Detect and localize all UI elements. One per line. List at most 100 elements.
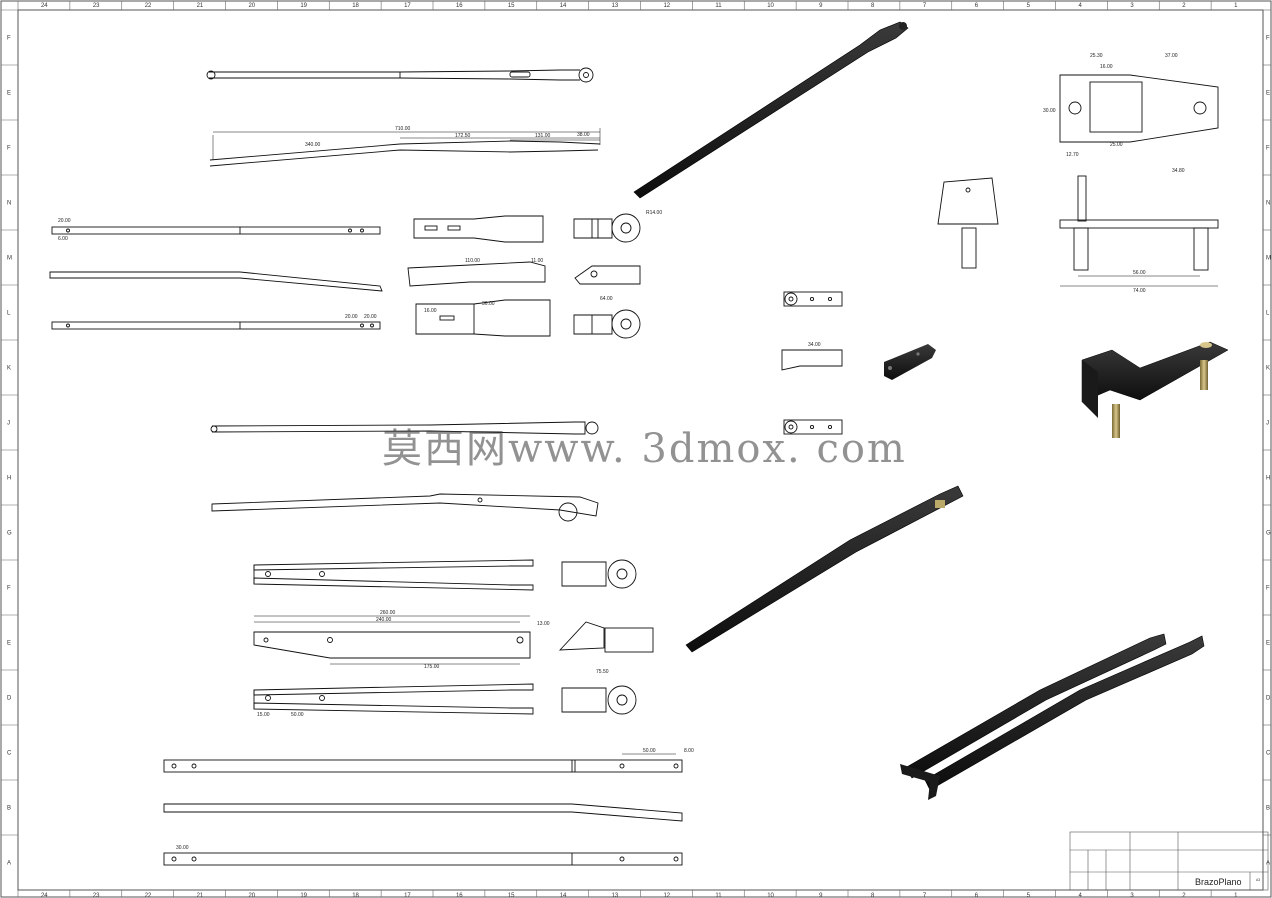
dim-end-w: 11.00 xyxy=(531,258,543,264)
zone-label-col: 14 xyxy=(560,3,567,9)
zone-label-col: 18 xyxy=(352,3,359,9)
dim-end-len: 110.00 xyxy=(465,258,480,264)
dim-clip-w: 20.00 xyxy=(364,314,377,320)
arm-side-view xyxy=(209,128,601,167)
zone-label-col: 24 xyxy=(41,893,48,898)
zone-label-col: 6 xyxy=(975,3,979,9)
dim-b3: 175.00 xyxy=(424,664,440,670)
zone-label-col: 24 xyxy=(41,3,48,9)
zone-label-row: L xyxy=(1266,311,1270,317)
zone-label-col: 23 xyxy=(93,3,100,9)
dim-arm-overall: 710.00 xyxy=(395,126,411,132)
zone-label-col: 2 xyxy=(1182,893,1186,898)
arm-b-views xyxy=(210,421,599,522)
long-bar-views xyxy=(163,753,683,866)
zone-label-col: 12 xyxy=(663,3,670,9)
dim-b2: 240.00 xyxy=(376,617,392,623)
dim-link-34: 34.00 xyxy=(808,342,821,348)
zone-label-row: K xyxy=(7,366,11,372)
zone-label-row: N xyxy=(7,201,11,207)
render-arm-top xyxy=(633,21,909,199)
watermark: 莫西网www. 3dmox. com xyxy=(382,426,907,472)
zone-label-col: 21 xyxy=(197,3,204,9)
zone-label-col: 20 xyxy=(248,3,255,9)
zone-label-col: 2 xyxy=(1182,3,1186,9)
zone-label-col: 11 xyxy=(715,893,722,898)
zone-label-row: M xyxy=(1266,256,1271,262)
zone-label-col: 16 xyxy=(456,893,463,898)
zone-label-col: 9 xyxy=(819,893,823,898)
dim-br-16: 16.00 xyxy=(1100,64,1113,70)
zone-label-col: 9 xyxy=(819,3,823,9)
dim-arm-a: 340.00 xyxy=(305,142,321,148)
zone-label-col: 23 xyxy=(93,893,100,898)
zone-label-row: F xyxy=(1266,586,1270,592)
zone-label-row: E xyxy=(1266,641,1270,647)
dim-bar-30: 30.00 xyxy=(176,845,189,851)
zone-label-col: 21 xyxy=(197,893,204,898)
zone-label-col: 22 xyxy=(145,893,152,898)
bracket-top-view xyxy=(1059,74,1219,143)
zone-label-row: N xyxy=(1266,201,1270,207)
dim-arm-b: 172.50 xyxy=(455,133,471,139)
zone-label-col: 3 xyxy=(1130,893,1134,898)
render-bracket xyxy=(1081,341,1229,438)
zone-label-row: F xyxy=(1266,36,1270,42)
zone-label-row: K xyxy=(1266,366,1270,372)
zone-label-col: 1 xyxy=(1234,893,1238,898)
title-block-size: A3 xyxy=(1256,878,1260,882)
blade-frame-views xyxy=(253,559,654,715)
zone-label-col: 19 xyxy=(300,893,307,898)
title-block-part-name: BrazoPlano xyxy=(1195,877,1242,887)
zone-label-row: L xyxy=(7,311,11,317)
rod-views xyxy=(49,226,383,330)
zone-label-col: 6 xyxy=(975,893,979,898)
dim-end-wide: 64.00 xyxy=(600,296,613,302)
dim-br-30: 30.00 xyxy=(1043,108,1056,114)
bracket-cap-view xyxy=(937,177,999,269)
zone-label-col: 5 xyxy=(1027,3,1031,9)
zone-label-row: G xyxy=(7,531,12,537)
zone-label-row: J xyxy=(1266,421,1269,427)
dim-rod-b: 20.00 xyxy=(345,314,358,320)
zone-label-row: F xyxy=(7,36,11,42)
dim-end-r: R14.00 xyxy=(646,210,662,216)
zone-label-col: 18 xyxy=(352,893,359,898)
zone-label-row: F xyxy=(7,586,11,592)
dim-br-34: 34.80 xyxy=(1172,168,1185,174)
dim-br-37: 37.00 xyxy=(1165,53,1178,59)
dim-br-56: 56.00 xyxy=(1133,270,1146,276)
zone-label-row: E xyxy=(1266,91,1270,97)
zone-label-col: 13 xyxy=(612,893,619,898)
zone-label-col: 3 xyxy=(1130,3,1134,9)
dim-end-16: 16.00 xyxy=(424,308,437,314)
dim-clip-h: 6.00 xyxy=(58,236,68,242)
zone-label-row: D xyxy=(1266,696,1271,702)
dim-bar-50: 50.00 xyxy=(643,748,656,754)
zone-label-col: 8 xyxy=(871,893,875,898)
zone-label-col: 4 xyxy=(1078,893,1082,898)
zone-label-col: 14 xyxy=(560,893,567,898)
zone-label-col: 4 xyxy=(1078,3,1082,9)
zone-label-col: 10 xyxy=(767,3,774,9)
dim-bar-8: 8.00 xyxy=(684,748,694,754)
dim-br-74: 74.00 xyxy=(1133,288,1146,294)
zone-label-row: H xyxy=(7,476,11,482)
zone-label-col: 10 xyxy=(767,893,774,898)
dim-br-1270: 12.70 xyxy=(1066,152,1079,158)
zone-label-row: M xyxy=(7,256,12,262)
zone-label-row: H xyxy=(1266,476,1270,482)
zone-label-row: C xyxy=(1266,751,1271,757)
zone-label-row: F xyxy=(1266,146,1270,152)
dim-b1: 260.00 xyxy=(380,610,396,616)
dim-end-36: 36.00 xyxy=(482,301,495,307)
zone-label-col: 20 xyxy=(248,893,255,898)
zone-label-col: 8 xyxy=(871,3,875,9)
zone-label-row: A xyxy=(7,861,11,867)
zone-label-col: 5 xyxy=(1027,893,1031,898)
zone-label-col: 17 xyxy=(404,3,411,9)
dim-b7: 15.00 xyxy=(257,712,270,718)
zone-label-col: 16 xyxy=(456,3,463,9)
zone-label-row: D xyxy=(7,696,12,702)
